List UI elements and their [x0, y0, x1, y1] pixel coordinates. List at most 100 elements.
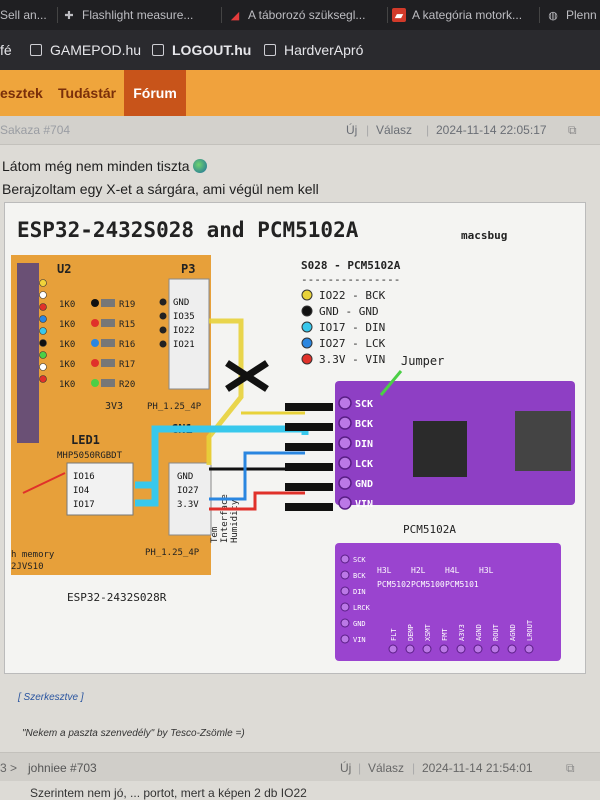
reply-link[interactable]: Válasz [368, 761, 405, 775]
back-bottom-pad [524, 644, 534, 654]
back-pin-label: DIN [353, 588, 366, 596]
link-icon[interactable]: ⧉ [568, 123, 577, 137]
wiring-diagram-image[interactable]: ESP32-2432S028 and PCM5102A macsbug S028… [4, 202, 586, 674]
bookmark-label: fé [0, 42, 12, 58]
back-bottom-pad [490, 644, 500, 654]
back-bottom-pad [405, 644, 415, 654]
p3-pin-pad [159, 298, 167, 306]
back-pin-pad [340, 602, 350, 612]
led-pin-label: IO16 [73, 472, 95, 482]
header-pin [285, 463, 333, 471]
next-post-author[interactable]: johniee #703 [28, 761, 97, 775]
pcm-pin-pad [338, 496, 352, 510]
bookmark-plus-icon: ✚ [64, 9, 74, 22]
interface-label: Interface [220, 494, 230, 543]
resistor-pad [91, 319, 99, 327]
bookmark-label: GAMEPOD.hu [50, 42, 142, 58]
new-link[interactable]: Új [340, 761, 352, 775]
pcm-pin-pad [338, 456, 352, 470]
resistor-pad [91, 339, 99, 347]
nav-filler [186, 70, 600, 116]
browser-tab[interactable]: ▰ A kategória motork... [392, 0, 540, 30]
diagram-author: macsbug [461, 229, 507, 242]
pcm-board-label: PCM5102A [403, 523, 456, 536]
site-icon: ▰ [392, 8, 406, 22]
pcm-pin-label: GND [355, 479, 373, 490]
edited-link[interactable]: [ Szerkesztve ] [18, 692, 84, 703]
led-pin-label: IO4 [73, 486, 89, 496]
pcm-pin-pad [338, 436, 352, 450]
browser-tab[interactable]: Sell an... [0, 0, 58, 30]
folder-icon [152, 44, 164, 56]
post-header: Sakaza #704 Új | Válasz | 2024-11-14 22:… [0, 116, 600, 145]
reply-link[interactable]: Válasz [376, 123, 413, 137]
memory-part-label: 2JVS10 [11, 562, 44, 572]
header-pin [285, 483, 333, 491]
io-marker [39, 315, 47, 323]
resistor [101, 379, 115, 387]
post-text: Látom még nem minden tiszta [2, 158, 190, 174]
link-icon[interactable]: ⧉ [566, 761, 575, 775]
resistor-value: 1K0 [59, 300, 75, 310]
back-bottom-label: LROUT [526, 619, 534, 641]
v3-label: 3V3 [105, 401, 123, 412]
nav-item-tudastar[interactable]: Tudástár [58, 85, 117, 101]
back-bottom-label: DEMP [407, 624, 415, 641]
new-link[interactable]: Új [346, 123, 358, 137]
nav-item-tesztek[interactable]: esztek [0, 85, 43, 101]
next-post-prefix: 3 > [0, 761, 18, 775]
legend-entry: IO17 - DIN [319, 321, 385, 334]
post-author[interactable]: Sakaza #704 [0, 123, 71, 137]
led-label: LED1 [71, 433, 100, 447]
bookmark-item[interactable]: fé [0, 41, 12, 59]
legend-entry: 3.3V - VIN [319, 353, 385, 366]
back-mark: H4L [445, 566, 460, 575]
header-pin [285, 503, 333, 511]
back-mark: H2L [411, 566, 426, 575]
p3-label: P3 [181, 262, 195, 276]
resistor [101, 319, 115, 327]
back-pin-pad [340, 586, 350, 596]
pcm-pin-pad [338, 396, 352, 410]
resistor-value: 1K0 [59, 320, 75, 330]
mapping-title: S028 - PCM5102A [301, 259, 401, 272]
post-line-2: Berajzoltam egy X-et a sárgára, ami végü… [2, 181, 319, 197]
bookmark-label: LOGOUT.hu [172, 42, 252, 58]
back-bottom-pad [388, 644, 398, 654]
back-pin-label: LRCK [353, 604, 371, 612]
bookmark-hardverapro[interactable]: HardverApró [264, 41, 363, 59]
legend-entry: IO22 - BCK [319, 289, 386, 302]
cn1-pin-label: IO27 [177, 486, 199, 496]
nav-item-forum[interactable]: Fórum [124, 70, 186, 116]
back-pin-label: GND [353, 620, 366, 628]
next-post-text: Szerintem nem jó, ... portot, mert a kép… [30, 786, 307, 800]
legend-entry: IO27 - LCK [319, 337, 386, 350]
post-timestamp: 2024-11-14 22:05:17 [436, 123, 547, 137]
bookmark-gamepod[interactable]: GAMEPOD.hu [30, 41, 141, 59]
io-marker [39, 339, 47, 347]
resistor [101, 359, 115, 367]
cn1-pin-label: 3.3V [177, 500, 199, 510]
p3-pin-label: IO35 [173, 312, 195, 322]
browser-tab[interactable]: ◍ Plenn [546, 0, 600, 30]
back-mark: PCM5100 [411, 580, 445, 589]
back-mark: H3L [479, 566, 494, 575]
bookmark-logout[interactable]: LOGOUT.hu [152, 41, 251, 59]
diagram-title: ESP32-2432S028 and PCM5102A [17, 218, 359, 242]
led-part-label: MHP5050RGBDT [57, 451, 123, 461]
header-pin [285, 403, 333, 411]
browser-tab[interactable]: ✚ Flashlight measure... [62, 0, 222, 30]
p3-pin-pad [159, 312, 167, 320]
x-mark [225, 360, 269, 392]
back-bottom-label: ROUT [492, 623, 500, 641]
jumper-arrow [379, 370, 403, 396]
browser-tab[interactable]: ◢ A táborozó szüksegl... [228, 0, 388, 30]
resistor-label: R17 [119, 360, 135, 370]
back-bottom-label: FLT [390, 628, 398, 641]
resistor [101, 339, 115, 347]
jumper-label: Jumper [401, 354, 444, 368]
led-arrow [22, 472, 66, 494]
back-pin-pad [340, 554, 350, 564]
pcm-pin-pad [338, 416, 352, 430]
humidity-label: Humidity [230, 499, 240, 543]
